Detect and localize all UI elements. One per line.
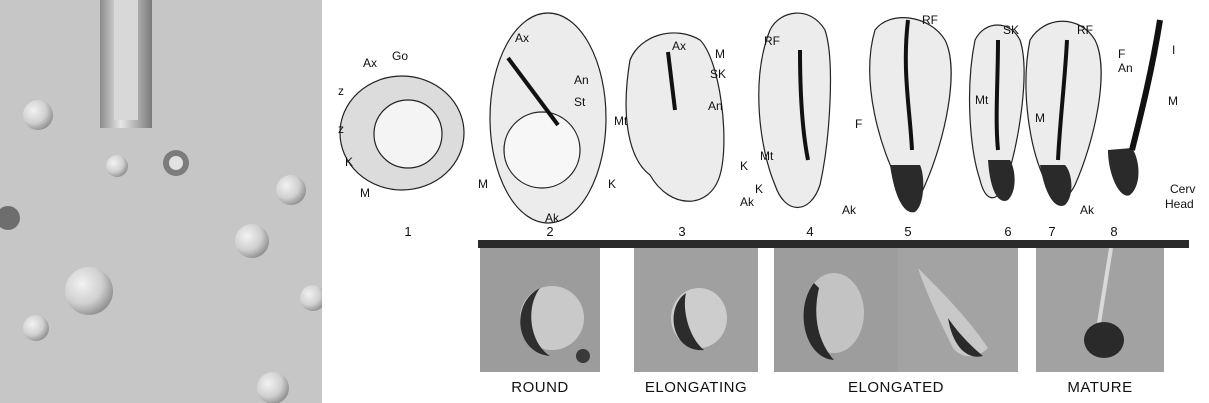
stage-number: 4 (806, 224, 813, 239)
label-an: An (708, 99, 723, 113)
cell (23, 100, 53, 130)
label-m: M (715, 47, 725, 61)
label-f: F (855, 117, 862, 131)
cell (106, 155, 128, 177)
label-go: Go (392, 49, 408, 63)
photo-mature (1036, 248, 1164, 372)
label-head: Head (1165, 197, 1194, 211)
label-k: K (608, 177, 616, 191)
cell (23, 315, 49, 341)
label-mt: Mt (760, 149, 774, 163)
stage-number: 2 (546, 224, 553, 239)
photo-elongated-1 (774, 248, 898, 372)
label-z: z (338, 122, 344, 136)
label-st: St (574, 95, 586, 109)
stage-drawings-svg: Ax Go z z K M Ax An St Mt K M Ak Ax M SK… (330, 0, 1209, 240)
caption-mature: MATURE (1067, 379, 1132, 396)
photo-elongating (634, 248, 758, 372)
label-i: I (1172, 43, 1175, 57)
cell (257, 372, 289, 403)
cell (235, 224, 269, 258)
label-rf: RF (764, 34, 780, 48)
label-ax: Ax (515, 31, 529, 45)
stage3-cell (626, 33, 724, 201)
label-ak: Ak (545, 211, 560, 225)
label-an: An (1118, 61, 1133, 75)
caption-elongated: ELONGATED (848, 379, 944, 396)
photo-elongated-2 (898, 248, 1018, 372)
label-k: K (740, 159, 748, 173)
cell (65, 267, 113, 315)
stage-number: 5 (904, 224, 911, 239)
micrograph-image (0, 0, 322, 403)
label-sk: SK (1003, 23, 1019, 37)
label-k: K (345, 155, 353, 169)
label-m: M (478, 177, 488, 191)
stage-number: 7 (1048, 224, 1055, 239)
label-mt: Mt (614, 114, 628, 128)
label-m: M (1035, 111, 1045, 125)
label-sk: SK (710, 67, 726, 81)
label-k: K (755, 182, 763, 196)
label-z: z (338, 84, 344, 98)
stage-number: 8 (1110, 224, 1117, 239)
label-f: F (1118, 47, 1125, 61)
stage-number: 1 (404, 224, 411, 239)
label-ax: Ax (672, 39, 686, 53)
label-rf: RF (1077, 23, 1093, 37)
label-cerv: Cerv (1170, 182, 1195, 196)
label-mt: Mt (975, 93, 989, 107)
label-rf: RF (922, 13, 938, 27)
photo-strip-bar (478, 240, 1189, 248)
photo-round (480, 248, 600, 372)
cell (276, 175, 306, 205)
caption-round: ROUND (511, 379, 569, 396)
stage-number: 6 (1004, 224, 1011, 239)
label-ak: Ak (740, 195, 755, 209)
label-an: An (574, 73, 589, 87)
label-ak: Ak (1080, 203, 1095, 217)
stage-number: 3 (678, 224, 685, 239)
label-m: M (1168, 94, 1178, 108)
caption-elongating: ELONGATING (645, 379, 747, 396)
label-ax: Ax (363, 56, 377, 70)
label-m: M (360, 186, 370, 200)
dic-micrograph (0, 0, 322, 403)
label-ak: Ak (842, 203, 857, 217)
stage-drawings: Ax Go z z K M Ax An St Mt K M Ak Ax M SK… (330, 0, 1209, 240)
